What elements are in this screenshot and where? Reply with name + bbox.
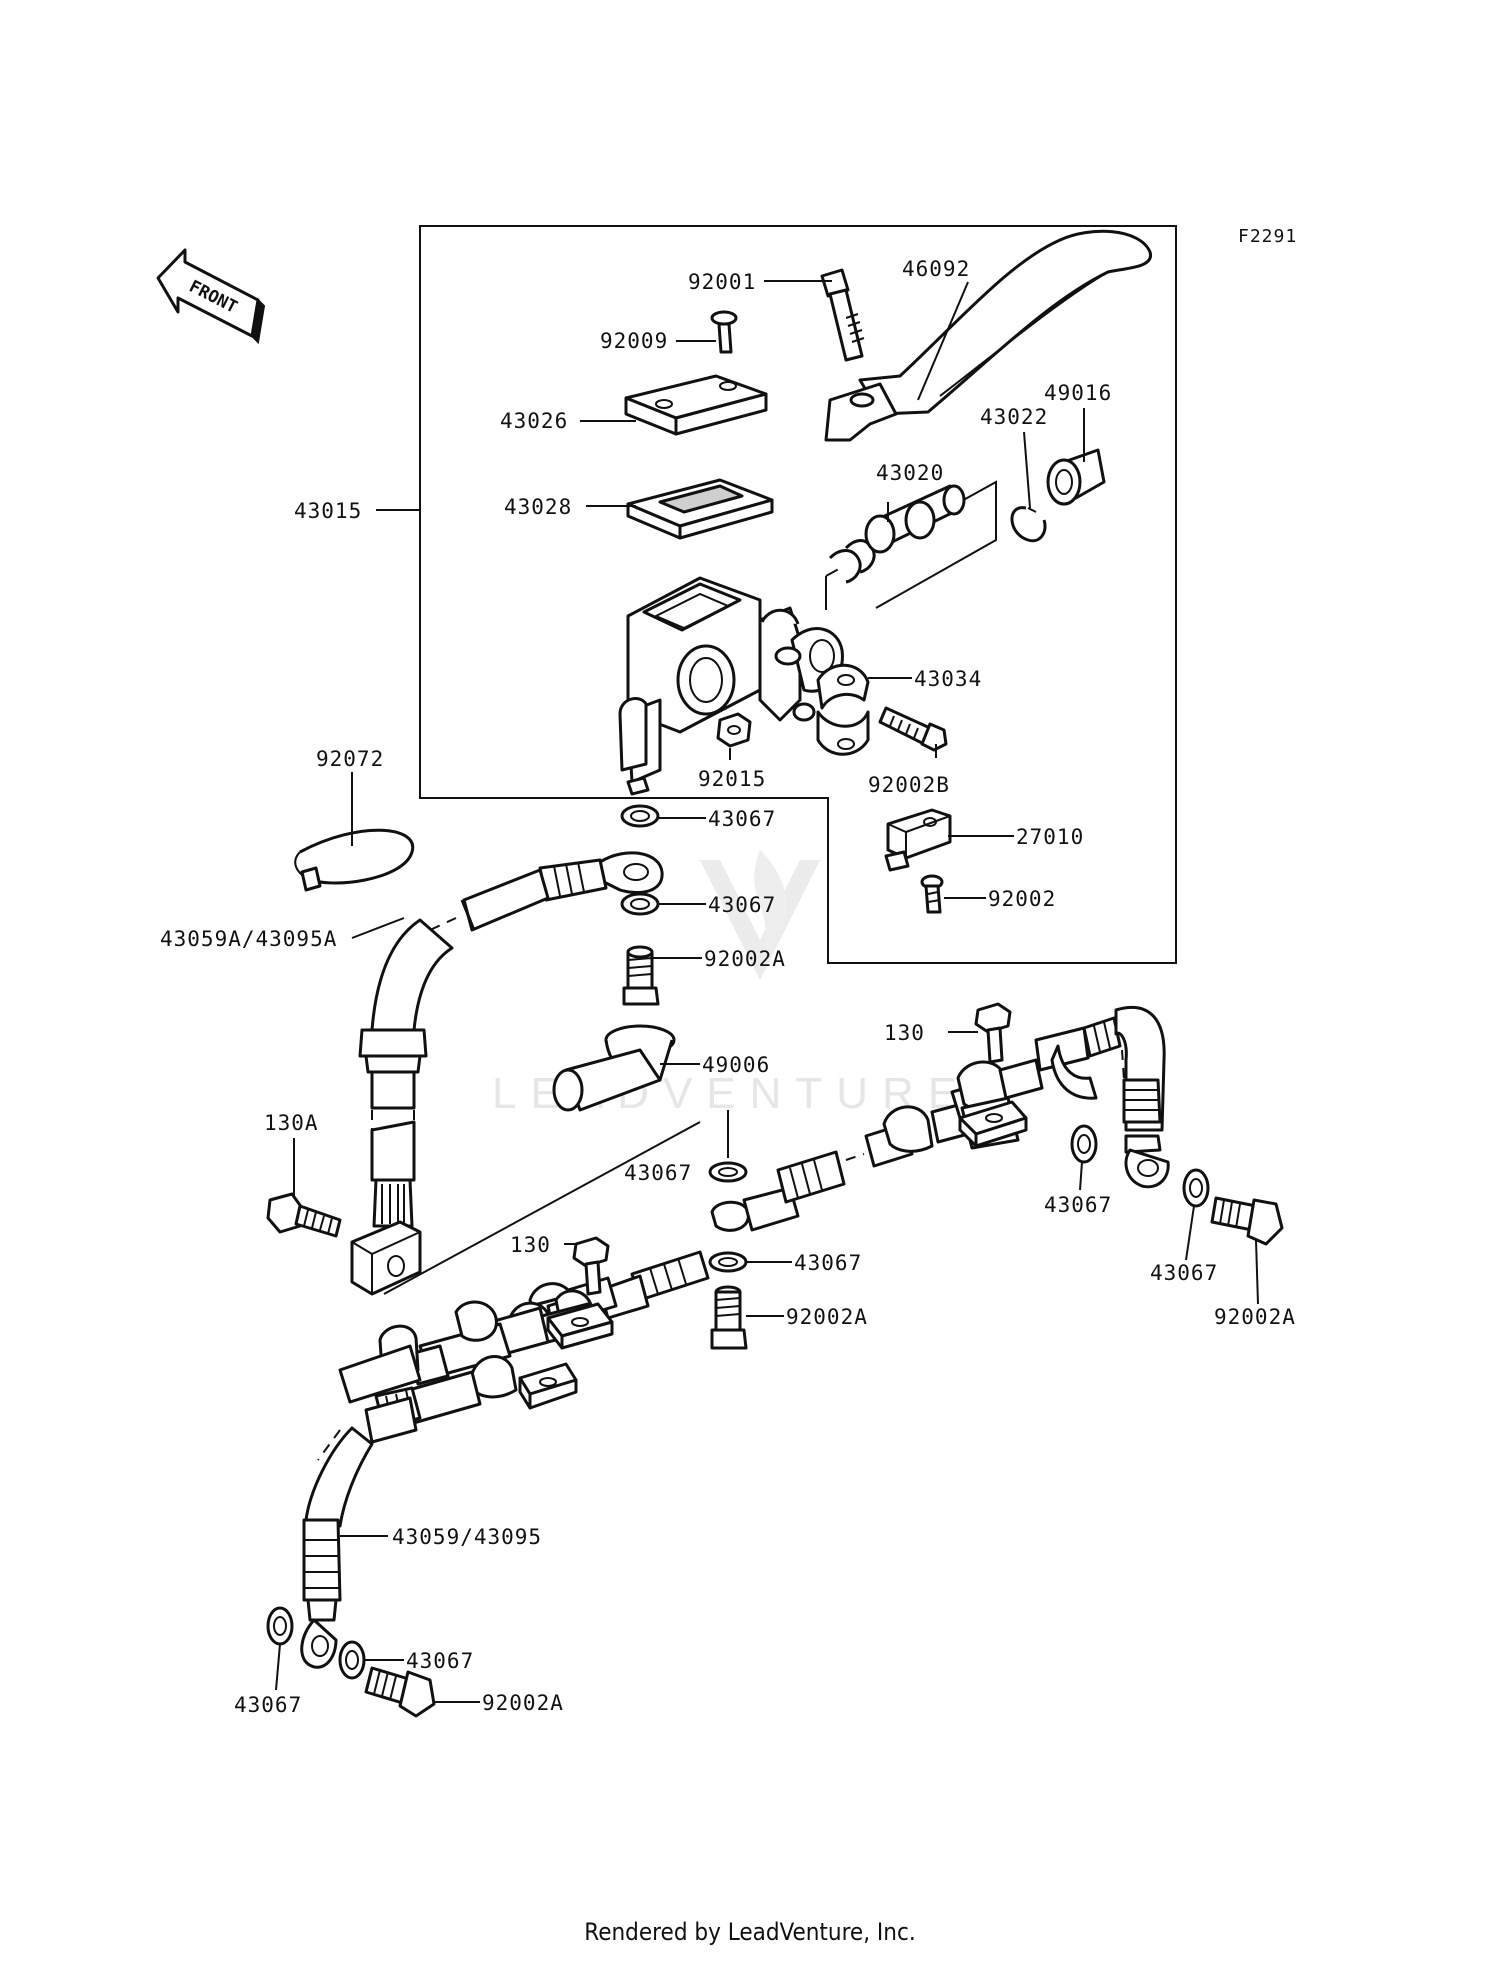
callout-92002A: 92002A (786, 1305, 868, 1329)
upper-brake-hose (358, 851, 664, 1228)
hose-joint-block (350, 1220, 422, 1296)
cap-screw (710, 310, 738, 354)
callout-27010: 27010 (1016, 825, 1084, 849)
sealing-washer (708, 1161, 748, 1183)
piston-kit-bracket (803, 480, 997, 651)
callout-43067: 43067 (1150, 1261, 1218, 1285)
sealing-washer (266, 1606, 294, 1646)
figure-code: F2291 (1238, 226, 1297, 247)
callout-43020: 43020 (876, 461, 944, 485)
callout-43067: 43067 (708, 807, 776, 831)
callout-92002: 92002 (988, 887, 1056, 911)
master-cylinder-assembly-outline (419, 225, 1177, 964)
callout-43034: 43034 (914, 667, 982, 691)
callout-92002A: 92002A (482, 1691, 564, 1715)
three-way-hose-assembly (300, 1005, 1170, 1669)
hose-cover (552, 1024, 676, 1112)
callout-92002A: 92002A (704, 947, 786, 971)
callout-43022: 43022 (980, 405, 1048, 429)
sealing-washer (1070, 1124, 1098, 1164)
sealing-washer (620, 804, 660, 828)
reservoir-cap (624, 374, 768, 436)
callout-43026: 43026 (500, 409, 568, 433)
footer-credit: Rendered by LeadVenture, Inc. (584, 1918, 916, 1946)
callout-92002A: 92002A (1214, 1305, 1296, 1329)
callout-46092: 46092 (902, 257, 970, 281)
leader-lines (275, 280, 1259, 1703)
banjo-bolt (622, 945, 660, 1006)
callout-43067: 43067 (708, 893, 776, 917)
front-arrow-icon: FRONT (156, 248, 266, 345)
callout-92001: 92001 (688, 270, 756, 294)
mounting-nut (716, 712, 752, 748)
callout-130A: 130A (264, 1111, 319, 1135)
brake-lever (824, 229, 1152, 442)
circlip (1010, 506, 1047, 543)
bracket-bolt (572, 1236, 610, 1296)
brake-light-switch (884, 808, 952, 872)
dust-boot (1046, 448, 1106, 506)
sealing-washer (1182, 1168, 1210, 1208)
pivot-bolt (820, 268, 865, 362)
callout-92015: 92015 (698, 767, 766, 791)
callout-43059-43095: 43059/43095 (392, 1525, 542, 1549)
callout-130: 130 (884, 1021, 925, 1045)
clamp-bolt (878, 706, 948, 752)
master-cylinder-body (618, 576, 844, 796)
callout-49006: 49006 (702, 1053, 770, 1077)
callout-43015: 43015 (294, 499, 362, 523)
banjo-bolt (364, 1666, 436, 1718)
joint-bolt (266, 1192, 342, 1238)
callout-49016: 49016 (1044, 381, 1112, 405)
banjo-bolt (710, 1285, 748, 1350)
sealing-washer (338, 1640, 366, 1680)
callout-43067: 43067 (624, 1161, 692, 1185)
callout-43067: 43067 (406, 1649, 474, 1673)
reservoir-diaphragm (626, 478, 774, 540)
hose-clamp-band (294, 828, 415, 892)
connection-line (383, 1121, 701, 1295)
sealing-washer (620, 892, 660, 916)
callout-92002B: 92002B (868, 773, 950, 797)
callout-43028: 43028 (504, 495, 572, 519)
callout-130: 130 (510, 1233, 551, 1257)
callout-92009: 92009 (600, 329, 668, 353)
callout-92072: 92072 (316, 747, 384, 771)
callout-43067: 43067 (1044, 1193, 1112, 1217)
callout-43067: 43067 (794, 1251, 862, 1275)
banjo-bolt (1210, 1196, 1284, 1246)
handlebar-clamp (816, 663, 870, 756)
callout-labels: 92001 46092 92009 49016 43022 43026 4302… (160, 257, 1296, 1717)
sealing-washer (708, 1251, 748, 1273)
callout-43059A-43095A: 43059A/43095A (160, 927, 337, 951)
switch-screw (920, 874, 944, 914)
callout-43067: 43067 (234, 1693, 302, 1717)
bracket-bolt (974, 1002, 1012, 1064)
